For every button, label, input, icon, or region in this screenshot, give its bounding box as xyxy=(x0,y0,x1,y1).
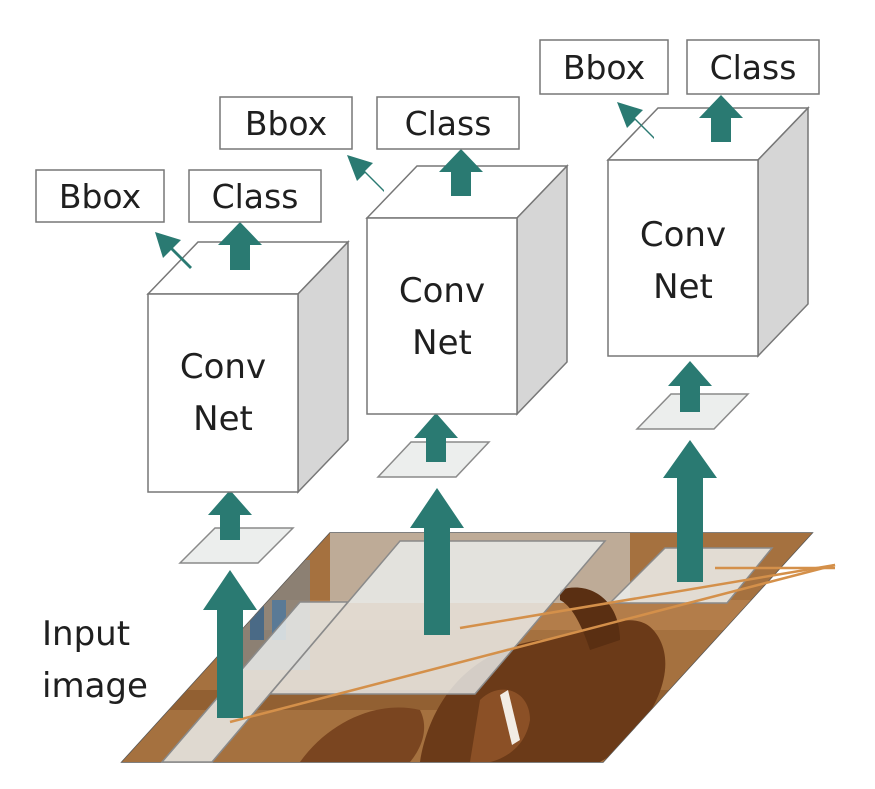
output-bbox-1: Bbox xyxy=(35,169,165,223)
bbox-label-3: Bbox xyxy=(563,48,645,87)
conv-net-cube-1: Conv Net xyxy=(146,240,350,494)
cube-2-label-line-1: Conv xyxy=(399,271,485,311)
class-label-2: Class xyxy=(405,104,492,143)
input-label-line-2: image xyxy=(42,666,148,706)
arrow-up-tall-1 xyxy=(203,570,257,718)
arrow-to-class-1 xyxy=(218,222,262,270)
output-bbox-3: Bbox xyxy=(539,39,669,95)
arrow-up-short-2 xyxy=(414,413,458,462)
arrow-up-tall-3 xyxy=(663,440,717,582)
output-class-3: Class xyxy=(686,39,820,95)
arrow-up-short-1 xyxy=(208,490,252,540)
cube-1-label-line-1: Conv xyxy=(180,347,266,387)
cube-2-label-line-2: Net xyxy=(412,323,472,363)
conv-net-cube-2: Conv Net xyxy=(365,164,569,416)
cube-3-label-line-1: Conv xyxy=(640,215,726,255)
arrow-to-bbox-2 xyxy=(347,155,384,192)
arrow-up-tall-2 xyxy=(410,488,464,635)
conv-net-cube-3: Conv Net xyxy=(606,106,810,358)
input-label-line-1: Input xyxy=(42,614,130,654)
warped-region-1 xyxy=(178,527,295,564)
arrow-to-class-2 xyxy=(439,149,483,196)
cube-1-label-line-2: Net xyxy=(193,399,253,439)
output-class-1: Class xyxy=(188,169,322,223)
output-bbox-2: Bbox xyxy=(219,96,353,150)
arrow-up-short-3 xyxy=(668,361,712,412)
arrow-to-bbox-1 xyxy=(155,232,192,269)
output-class-2: Class xyxy=(376,96,520,150)
pointer-lines xyxy=(229,563,836,724)
class-label-3: Class xyxy=(710,48,797,87)
bbox-label-1: Bbox xyxy=(59,177,141,216)
arrow-to-bbox-3 xyxy=(617,102,654,139)
bbox-label-2: Bbox xyxy=(245,104,327,143)
arrow-to-class-3 xyxy=(699,95,743,142)
class-label-1: Class xyxy=(212,177,299,216)
cube-3-label-line-2: Net xyxy=(653,267,713,307)
